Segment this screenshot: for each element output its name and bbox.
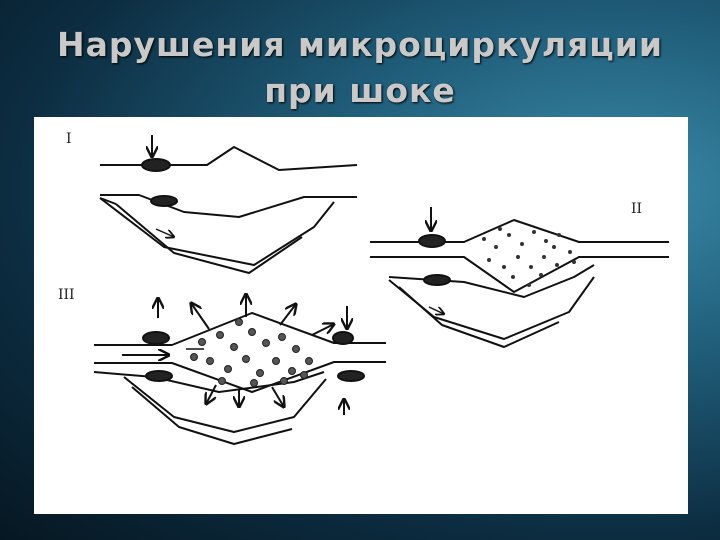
panel-3-cells	[190, 318, 313, 387]
panel-2-cells	[482, 227, 576, 287]
panel-1-vessels	[99, 146, 358, 274]
panel-label-2: II	[631, 201, 643, 217]
title-line-1: Нарушения микроциркуляции	[56, 25, 663, 64]
panel-label-3: III	[58, 287, 75, 303]
title-line-2: при шоке	[264, 71, 456, 110]
panel-1-arrows	[152, 135, 174, 237]
panel-label-1: I	[66, 131, 72, 147]
panel-2-sphincters	[418, 234, 451, 286]
panel-2-vessels	[370, 219, 669, 348]
diagram-svg	[93, 135, 669, 445]
panel-3-arrows	[122, 294, 347, 415]
slide-title: Нарушения микроциркуляции при шоке	[0, 22, 720, 114]
panel-1-sphincters	[141, 158, 178, 207]
microcirculation-diagram: I II III	[34, 117, 688, 514]
panel-2-arrows	[429, 207, 444, 314]
panel-3-sphincters	[142, 331, 365, 382]
